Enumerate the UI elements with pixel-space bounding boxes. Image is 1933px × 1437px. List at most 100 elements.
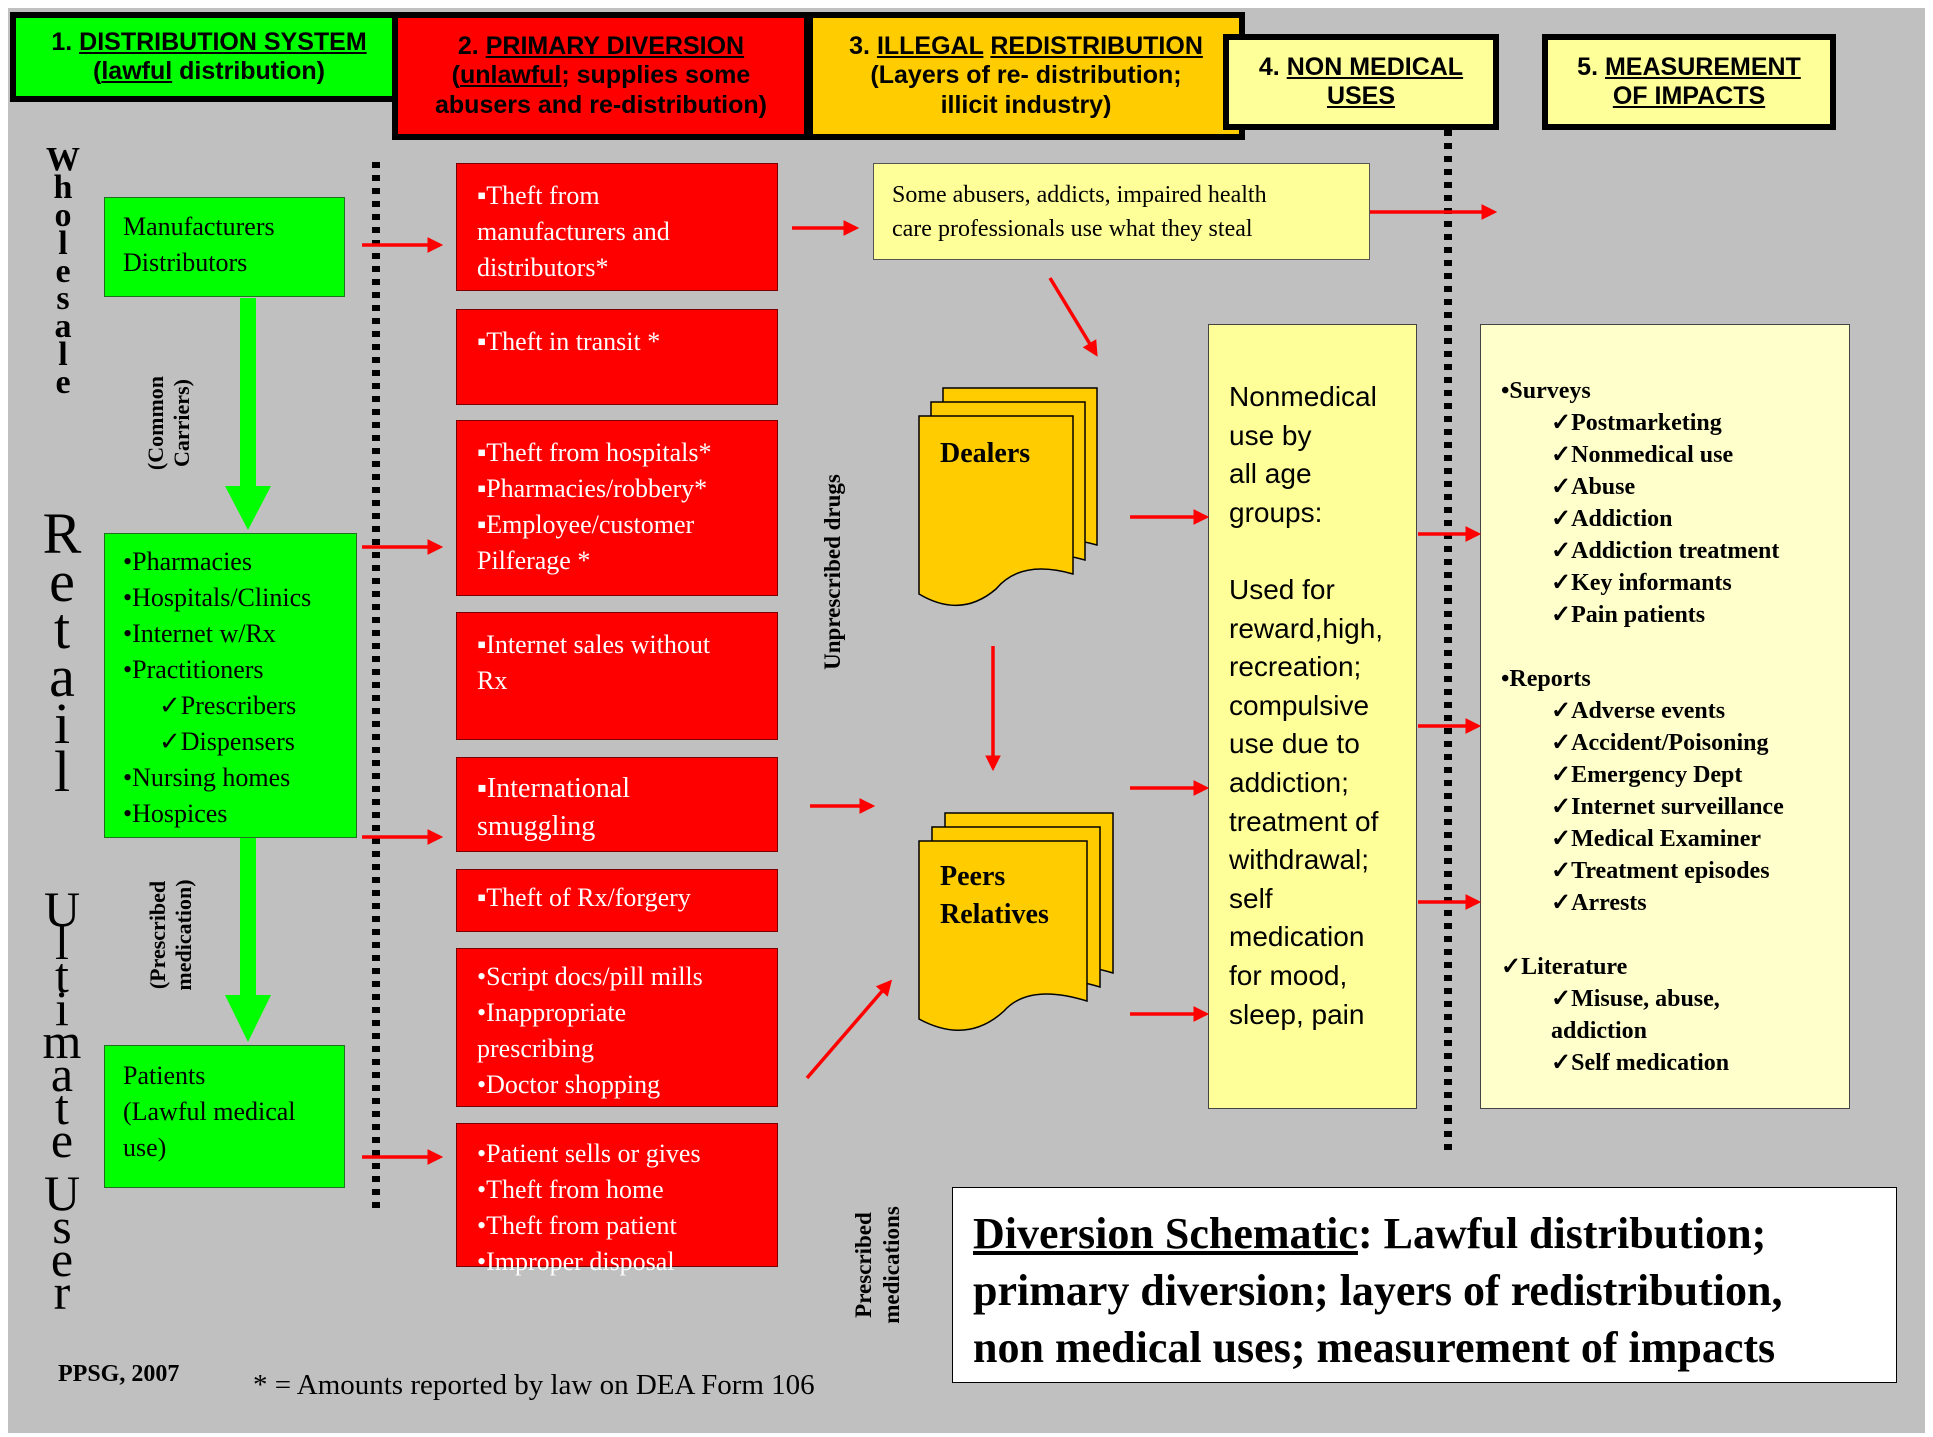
label-line: medications — [879, 1206, 904, 1324]
measurement-item: ✓Arrests — [1551, 890, 1647, 916]
paren: ( — [451, 61, 460, 90]
nonmedical-line: medication — [1229, 921, 1365, 953]
measurement-box: •Surveys ✓Postmarketing ✓Nonmedical use ✓A… — [1480, 324, 1850, 1109]
box-line: •Hospices — [123, 799, 228, 828]
doc-front — [918, 415, 1074, 606]
measurement-item: ✓Postmarketing — [1551, 410, 1722, 436]
nonmedical-line: recreation; — [1229, 651, 1362, 683]
header-non-medical-uses: 4. NON MEDICAL USES — [1223, 34, 1499, 130]
header-title: REDISTRIBUTION — [990, 31, 1203, 60]
header-num: 2. — [457, 31, 479, 60]
header-title: PRIMARY DIVERSION — [485, 31, 745, 60]
box-line: Some abusers, addicts, impaired health — [892, 182, 1267, 208]
box-line: ▪Internet sales without — [477, 630, 711, 659]
nonmedical-line: withdrawal; — [1229, 844, 1370, 876]
box-line: use) — [123, 1133, 167, 1162]
box-line: •Improper disposal — [477, 1247, 675, 1276]
side-label-letter: U — [43, 881, 81, 937]
red-box-patient-sells: •Patient sells or gives •Theft from home… — [456, 1123, 778, 1276]
side-label-letter: s — [56, 280, 70, 318]
red-box-theft-rx: ▪Theft of Rx/forgery — [456, 869, 778, 932]
side-label-letter: t — [53, 596, 71, 662]
header-num: 5. — [1577, 52, 1599, 81]
title-line3: non medical uses; measurement of impacts — [973, 1323, 1776, 1372]
side-label-letter: e — [55, 364, 71, 401]
title-line2: primary diversion; layers of redistribut… — [973, 1266, 1783, 1315]
box-line: •Nursing homes — [123, 763, 291, 792]
box-line: Rx — [477, 666, 508, 695]
side-label-letter: a — [54, 308, 72, 346]
side-label-letter: l — [55, 914, 69, 970]
header-measurement-of-impacts: 5. MEASUREMENT OF IMPACTS — [1542, 34, 1836, 130]
label-line: Prescribed — [851, 1212, 876, 1318]
side-label-letter: e — [50, 1112, 74, 1168]
label-line: medication) — [171, 879, 196, 991]
side-label-letter: W — [46, 141, 80, 178]
nonmedical-line: self — [1229, 882, 1273, 914]
header-line2: USES — [1326, 82, 1396, 110]
side-label-letter: i — [53, 691, 71, 757]
box-line: ✓Dispensers — [159, 727, 295, 756]
header-sub-underlined: unlawful — [459, 61, 562, 90]
box-line: ▪Theft from hospitals* — [477, 438, 712, 467]
side-label-letter: e — [49, 548, 75, 614]
side-label-letter: i — [55, 980, 69, 1036]
reports-heading: •Reports — [1501, 666, 1591, 692]
nonmedical-line: Nonmedical — [1229, 381, 1377, 412]
box-line: ▪Theft from — [477, 181, 600, 210]
red-box-smuggling: ▪International smuggling — [456, 757, 778, 852]
measurement-item: ✓Accident/Poisoning — [1551, 730, 1769, 756]
box-line: •Theft from patient — [477, 1211, 677, 1240]
label-line: Relatives — [940, 899, 1049, 930]
box-line: •Theft from home — [477, 1175, 664, 1204]
side-label-letter: h — [53, 168, 73, 206]
surveys-heading: •Surveys — [1501, 378, 1591, 404]
side-label-letter: r — [53, 1264, 71, 1320]
box-line: •Internet w/Rx — [123, 619, 276, 648]
peers-document-stack — [918, 812, 1114, 1031]
abusers-box: Some abusers, addicts, impaired health c… — [873, 163, 1370, 260]
red-box-script-docs: •Script docs/pill mills •Inappropriate p… — [456, 948, 778, 1107]
header-num: 4. — [1258, 52, 1280, 81]
measurement-item: ✓Adverse events — [1551, 698, 1726, 724]
header-title: DISTRIBUTION SYSTEM — [79, 27, 367, 56]
header-primary-diversion: 2. PRIMARY DIVERSION (unlawful; supplies… — [392, 12, 810, 140]
nonmedical-line: use due to — [1229, 728, 1360, 760]
red-box-theft-hospitals: ▪Theft from hospitals* ▪Pharmacies/robbe… — [456, 420, 778, 596]
label-line: Carriers) — [169, 379, 194, 467]
nonmedical-line: groups: — [1229, 496, 1323, 528]
dealers-label: Dealers — [940, 438, 1031, 469]
header-title: NON MEDICAL — [1286, 52, 1464, 81]
side-label-letter: a — [49, 643, 75, 709]
box-line: •Inappropriate — [477, 998, 627, 1027]
box-line: •Pharmacies — [123, 547, 252, 576]
title-underlined: Diversion Schematic — [973, 1209, 1358, 1258]
measurement-item: ✓Pain patients — [1551, 602, 1706, 628]
label-common-carriers: (Common Carriers) — [143, 363, 213, 483]
nonmedical-line: for mood, — [1229, 959, 1348, 991]
measurement-item: ✓Emergency Dept — [1551, 762, 1743, 788]
measurement-item: ✓Abuse — [1551, 474, 1636, 500]
header-sub: ; supplies some — [561, 61, 751, 90]
header-title: ILLEGAL — [876, 31, 984, 60]
measurement-item: ✓Nonmedical use — [1551, 442, 1734, 468]
retail-box: •Pharmacies •Hospitals/Clinics •Internet… — [104, 533, 357, 838]
box-line: •Doctor shopping — [477, 1070, 661, 1099]
box-line: Manufacturers — [123, 212, 275, 241]
label-prescribed-medication: (Prescribed medication) — [145, 855, 215, 1015]
side-label-letter: e — [50, 1231, 74, 1287]
doc-front — [918, 840, 1088, 1031]
header-num: 1. — [51, 27, 73, 56]
box-line: Pilferage * — [477, 546, 591, 575]
nonmedical-line: compulsive — [1229, 689, 1370, 721]
footer-credit: PPSG, 2007 — [58, 1361, 180, 1387]
measurement-item: ✓Addiction — [1551, 506, 1673, 532]
literature-heading: ✓Literature — [1501, 954, 1628, 980]
side-label-letter: t — [55, 947, 69, 1003]
footer-note: * = Amounts reported by law on DEA Form … — [253, 1369, 815, 1401]
side-label-letter: a — [50, 1046, 74, 1102]
